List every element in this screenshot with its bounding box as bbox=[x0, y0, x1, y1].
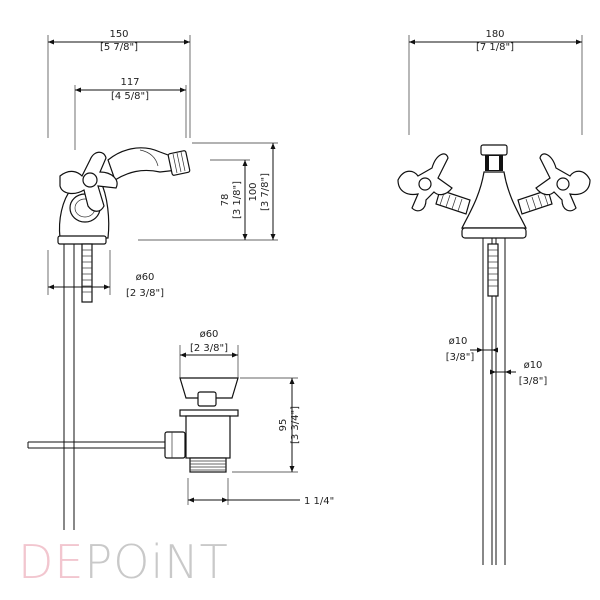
dim-78-label: 78 bbox=[220, 194, 231, 207]
dim-95-inch-label: [3 3/4"] bbox=[290, 406, 301, 444]
dim-100-label: 100 bbox=[248, 182, 259, 201]
dim-150-label: 150 bbox=[109, 29, 128, 40]
dim-pipe-left-inch-label: [3/8"] bbox=[446, 352, 475, 363]
svg-text:DEPOiNT: DEPOiNT bbox=[18, 535, 229, 589]
dim-95-label: 95 bbox=[278, 419, 289, 432]
dim-waste-diameter-inch-label: [2 3/8"] bbox=[190, 343, 228, 354]
dim-thread-label: 1 1/4" bbox=[304, 496, 334, 507]
dim-waste-diameter-label: ø60 bbox=[200, 329, 219, 340]
dim-180-inch-label: [7 1/8"] bbox=[476, 42, 514, 53]
front-view: 180 [7 1/8"] bbox=[397, 29, 591, 565]
waste-assembly: ø60 [2 3/8"] 95 [3 3/4"] 1 1/4" bbox=[27, 329, 334, 507]
dim-100-inch-label: [3 7/8"] bbox=[260, 173, 271, 211]
dim-base-diameter-label: ø60 bbox=[136, 272, 155, 283]
dim-pipe-right-label: ø10 bbox=[524, 360, 543, 371]
dim-180-label: 180 bbox=[485, 29, 504, 40]
logo-part-de: DE bbox=[18, 535, 85, 589]
dim-base-diameter-inch-label: [2 3/8"] bbox=[126, 288, 164, 299]
dim-117-inch-label: [4 5/8"] bbox=[111, 91, 149, 102]
dim-117-label: 117 bbox=[120, 77, 139, 88]
dim-78-inch-label: [3 1/8"] bbox=[232, 181, 243, 219]
dim-pipe-right-inch-label: [3/8"] bbox=[519, 376, 548, 387]
logo-part-point: POiNT bbox=[85, 535, 229, 589]
dim-pipe-left-label: ø10 bbox=[449, 336, 468, 347]
dim-150-inch-label: [5 7/8"] bbox=[100, 42, 138, 53]
brand-logo: DEPOiNT bbox=[18, 535, 229, 589]
side-view: 150 [5 7/8"] 117 [4 5/8"] bbox=[47, 29, 278, 530]
